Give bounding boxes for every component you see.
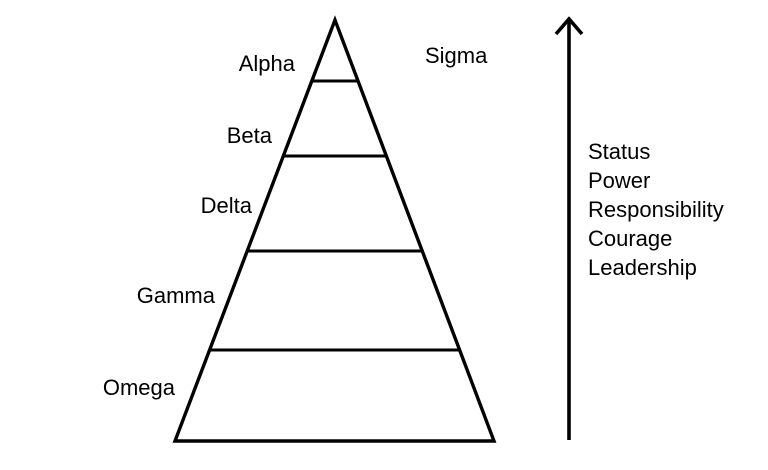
up-arrow-icon: [554, 16, 584, 440]
level-label-alpha: Alpha: [238, 51, 295, 76]
axis-qualities-list: Status Power Responsibility Courage Lead…: [588, 137, 724, 282]
level-label-delta: Delta: [200, 193, 252, 218]
axis-item-courage: Courage: [588, 226, 673, 251]
level-label-omega: Omega: [102, 375, 175, 400]
axis-item-responsibility: Responsibility: [588, 197, 724, 222]
level-label-gamma: Gamma: [136, 283, 215, 308]
pyramid-outline: [172, 15, 497, 443]
axis-item-status: Status: [588, 139, 651, 164]
level-label-beta: Beta: [226, 123, 272, 148]
axis-item-power: Power: [588, 168, 651, 193]
axis-item-leadership: Leadership: [588, 255, 697, 280]
pyramid-title: Sigma: [425, 43, 488, 68]
